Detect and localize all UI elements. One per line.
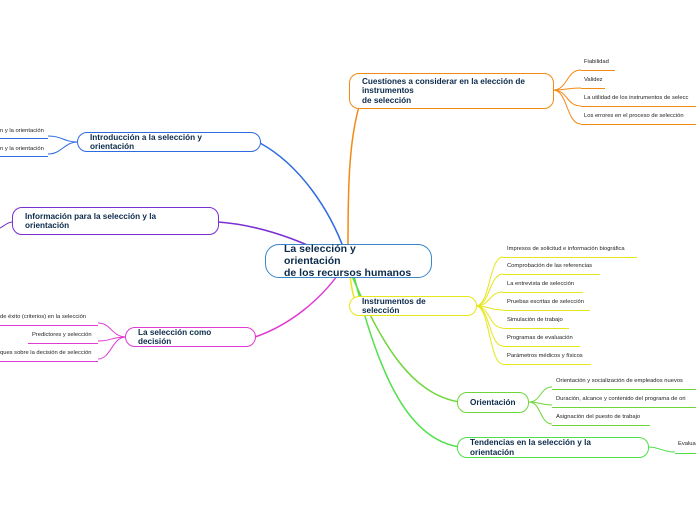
branch-orientacion-title: Orientación [470,397,516,407]
link-orientacion [351,275,461,403]
branch-tendencias[interactable]: Tendencias en la selección y la orientac… [457,437,649,458]
leaf-socializacion[interactable]: Orientación y socialización de empleados… [556,378,683,384]
branch-decision[interactable]: La selección como decisión [125,327,256,347]
leaf-referencias[interactable]: Comprobación de las referencias [507,263,593,269]
link-decision [254,271,341,338]
branch-cuestiones-line2: instrumentos [362,86,414,96]
branch-cuestiones-line3: de selección [362,95,412,105]
leaf-entrevista[interactable]: La entrevista de selección [507,281,575,287]
link-cuestiones [347,89,366,257]
central-title-line1: La selección y orientación [284,243,356,267]
branch-orientacion[interactable]: Orientación [457,392,529,413]
branch-informacion[interactable]: Información para la selección y la orien… [12,207,219,235]
branch-informacion-line1: Información para la selección y la [25,211,157,221]
leaf-pruebas[interactable]: Pruebas escritas de selección [507,299,585,305]
leaf-exito[interactable]: de éxito (criterios) en la selección [0,314,87,320]
leaf-validez[interactable]: Validez [584,77,603,83]
branch-tendencias-title: Tendencias en la selección y la orientac… [470,438,591,457]
central-topic[interactable]: La selección y orientación de los recurs… [265,243,432,279]
leaf-predictores[interactable]: Predictores y selección [32,332,92,338]
leaf-evalua[interactable]: Evalua [678,441,696,447]
leaf-intro-2[interactable]: n y la orientación [0,146,44,152]
leaf-simulacion[interactable]: Simulación de trabajo [507,317,563,323]
leaf-fiabilidad[interactable]: Fiabilidad [584,59,609,65]
leaf-utilidad[interactable]: La utilidad de los instrumentos de selec… [584,95,689,101]
leaf-duracion[interactable]: Duración, alcance y contenido del progra… [556,396,686,402]
branch-cuestiones[interactable]: Cuestiones a considerar en la elección d… [349,73,554,109]
branch-instrumentos[interactable]: Instrumentos de selección [349,296,477,316]
branch-introduccion[interactable]: Introducción a la selección y orientació… [77,132,261,152]
branch-informacion-line2: orientación [25,221,70,230]
branch-introduccion-title: Introducción a la selección y orientació… [90,132,202,152]
branch-cuestiones-line1: Cuestiones a considerar en la elección d… [362,76,525,86]
leaf-errores[interactable]: Los errores en el proceso de selección [584,113,684,119]
branch-instrumentos-title: Instrumentos de selección [362,296,426,316]
branch-decision-title: La selección como decisión [138,327,212,347]
leaf-programas[interactable]: Programas de evaluación [507,335,573,341]
leaf-parametros[interactable]: Parámetros médicos y físicos [507,353,583,359]
link-introduccion [259,142,346,253]
leaf-asignacion[interactable]: Asignación del puesto de trabajo [556,414,641,420]
leaf-intro-1[interactable]: n y la orientación [0,128,44,134]
leaf-enfoques[interactable]: ques sobre la decisión de selección [0,350,92,356]
leaf-impresos[interactable]: Impresos de solicitud e información biog… [507,246,625,252]
central-title-line2: de los recursos humanos [284,267,412,279]
